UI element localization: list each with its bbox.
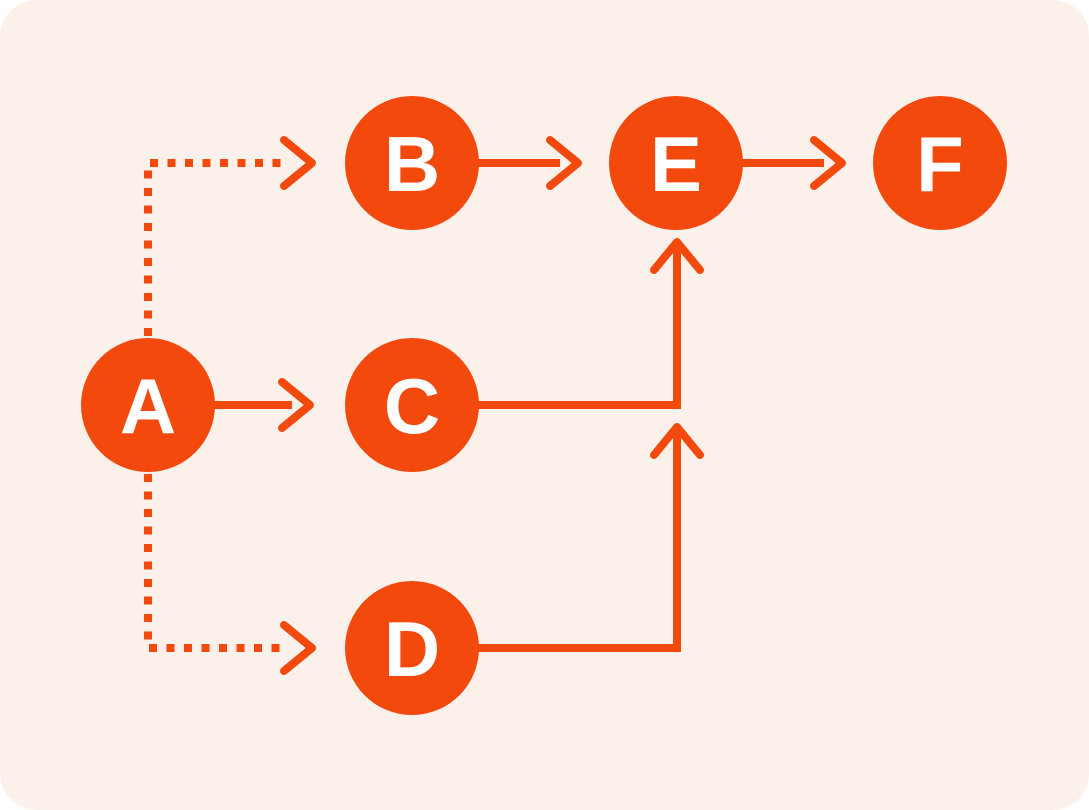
solid-connector-line	[476, 248, 681, 409]
edge-a-c	[213, 378, 314, 432]
arrowhead-up-icon	[650, 423, 704, 459]
edge-d-e	[476, 423, 704, 652]
node-circle-d	[345, 581, 479, 715]
node-f: F	[873, 96, 1007, 230]
node-circle-e	[609, 96, 743, 230]
node-label-a: A	[120, 362, 176, 450]
arrowhead-right-icon	[810, 136, 846, 190]
edge-b-e	[477, 136, 582, 190]
arrowhead-right-icon	[278, 378, 314, 432]
node-label-d: D	[384, 605, 440, 693]
dotted-connector-line	[144, 474, 281, 652]
arrowhead-up-icon	[650, 238, 704, 274]
edge-e-f	[740, 136, 846, 190]
edge-a-b	[144, 136, 316, 336]
node-a: A	[81, 338, 215, 472]
node-circle-f	[873, 96, 1007, 230]
node-e: E	[609, 96, 743, 230]
node-label-e: E	[650, 120, 702, 208]
arrowhead-right-icon	[280, 136, 316, 190]
node-circle-a	[81, 338, 215, 472]
node-label-b: B	[384, 120, 440, 208]
arrowhead-right-icon	[546, 136, 582, 190]
node-circle-b	[345, 96, 479, 230]
node-label-c: C	[384, 362, 440, 450]
edge-c-e	[476, 238, 704, 409]
solid-connector-line	[476, 433, 681, 652]
node-d: D	[345, 581, 479, 715]
arrowhead-right-icon	[280, 621, 316, 675]
node-circle-c	[345, 338, 479, 472]
dotted-connector-line	[144, 159, 281, 336]
node-b: B	[345, 96, 479, 230]
node-label-f: F	[916, 120, 964, 208]
node-c: C	[345, 338, 479, 472]
edge-a-d	[144, 474, 316, 675]
